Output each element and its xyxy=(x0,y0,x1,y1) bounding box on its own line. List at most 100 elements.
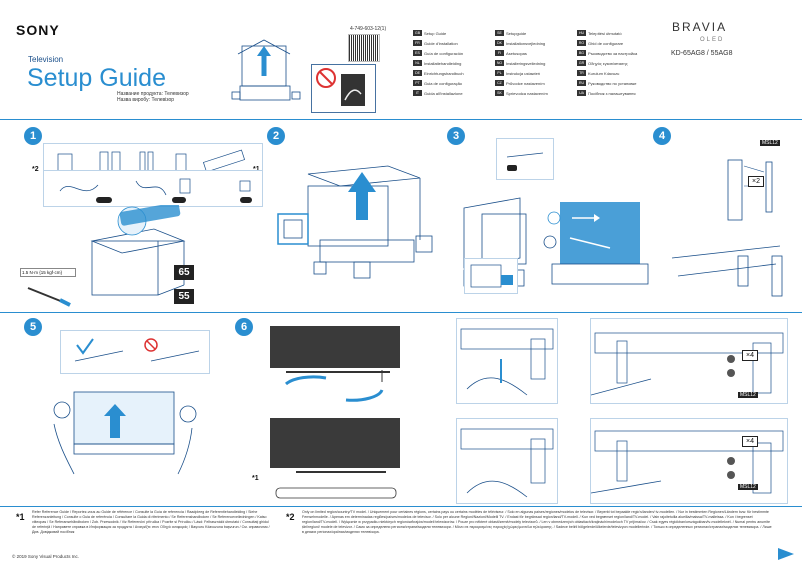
footnote-1-marker: *1 xyxy=(16,512,25,522)
stand-detail-a-illustration xyxy=(460,328,554,396)
language-label: Guia de configuração xyxy=(424,80,463,86)
language-code: DK xyxy=(495,40,504,46)
language-label: Einrichtungshandbuch xyxy=(424,70,464,76)
footnote-marker: *2 xyxy=(32,166,39,173)
language-code: FR xyxy=(413,40,422,46)
warning-illustration xyxy=(311,64,376,113)
language-code: TR xyxy=(577,70,586,76)
footnote-marker: *1 xyxy=(253,166,260,173)
language-code: FI xyxy=(495,50,504,56)
stand-detail-panel xyxy=(496,138,554,180)
product-category: Television xyxy=(28,55,64,64)
stand-position-b-illustration xyxy=(270,418,400,473)
step-2-marker: 2 xyxy=(267,127,285,145)
unpack-tv-illustration xyxy=(463,197,649,287)
screw-count: ×2 xyxy=(748,176,764,187)
language-label: Installationsvejledning xyxy=(506,40,546,46)
stand-detail-c-panel xyxy=(456,418,558,504)
stand-detail-d-illustration xyxy=(590,430,784,494)
subtitle-line: Название продукта: Телевизор xyxy=(117,91,189,97)
stand-detail-illustration xyxy=(506,152,544,171)
language-label: Guide d'installation xyxy=(424,40,458,46)
language-label: Οδηγός εγκατάστασης xyxy=(588,60,628,66)
language-label: Asetusopas xyxy=(506,50,527,56)
footnote-2-marker: *2 xyxy=(286,512,295,522)
footnote-1-text: Refer Reference Guide / Reportez-vous au… xyxy=(32,510,270,534)
copyright: © 2019 Sony Visual Products Inc. xyxy=(12,554,80,559)
bravia-logo: BRAVIA xyxy=(672,20,728,34)
language-label: Guida all'installazione xyxy=(424,90,463,96)
language-code: PL xyxy=(495,70,504,76)
language-label: Ghid de configurare xyxy=(588,40,624,46)
footnote-2-text: Only on limited region/country/TV model.… xyxy=(302,510,772,534)
language-label: Průvodce nastavením xyxy=(506,80,545,86)
section-divider xyxy=(0,312,802,313)
subtitle-line: Назва виробу: Телевізор xyxy=(117,97,175,103)
caution-detail-panel xyxy=(464,258,518,294)
language-code: GR xyxy=(577,60,586,66)
screw-type-label: MSL12 xyxy=(738,392,758,398)
language-code: NO xyxy=(495,60,504,66)
language-label: Installatiehandleiding xyxy=(424,60,462,66)
screwdriver-icon xyxy=(27,287,71,307)
screw-count: ×4 xyxy=(742,436,758,447)
stand-detail-d-panel xyxy=(590,418,788,504)
language-code: BG xyxy=(577,50,586,56)
language-label: Guía de configuración xyxy=(424,50,464,56)
lift-box-illustration xyxy=(277,165,433,279)
tv-box-illustration xyxy=(90,205,186,296)
language-label: Ръководство за настройка xyxy=(588,50,638,56)
section-divider xyxy=(0,506,802,507)
language-code: PT xyxy=(413,80,422,86)
page-subtitle: Название продукта: Телевизор Назва вироб… xyxy=(117,91,189,103)
soundbar-illustration xyxy=(275,487,397,499)
stand-position-a-illustration xyxy=(270,326,400,402)
screw-type-label: MSL12 xyxy=(738,484,758,490)
language-code: NL xyxy=(413,60,422,66)
language-code: HU xyxy=(577,30,586,36)
language-label: Руководство по установке xyxy=(588,80,637,86)
accessories-optional-panel xyxy=(43,170,263,207)
language-code: SE xyxy=(495,30,504,36)
language-label: Setupguide xyxy=(506,30,527,36)
page-title: Setup Guide xyxy=(27,64,166,92)
unboxing-illustration xyxy=(231,39,301,101)
stand-detail-b-panel xyxy=(590,318,788,404)
language-code: GB xyxy=(413,30,422,36)
screw-torque-spec: 1.5 N·m {15 kgf·cm} xyxy=(20,268,76,277)
footnote-marker: *1 xyxy=(252,475,259,482)
step-6-marker: 6 xyxy=(235,318,253,336)
stand-detail-c-illustration xyxy=(460,428,554,498)
language-code: RU xyxy=(577,80,586,86)
language-code: DE xyxy=(413,70,422,76)
barcode xyxy=(348,34,380,62)
step-1-marker: 1 xyxy=(24,127,42,145)
language-code: CZ xyxy=(495,80,504,86)
language-label: Installeringsveiledning xyxy=(506,60,546,66)
screw-type-label: MSL12 xyxy=(760,140,780,146)
step-3-marker: 3 xyxy=(447,127,465,145)
section-divider xyxy=(0,119,802,120)
size-65-label: 65 xyxy=(174,265,194,280)
model-number: KD-65AG8 / 55AG8 xyxy=(671,50,733,57)
